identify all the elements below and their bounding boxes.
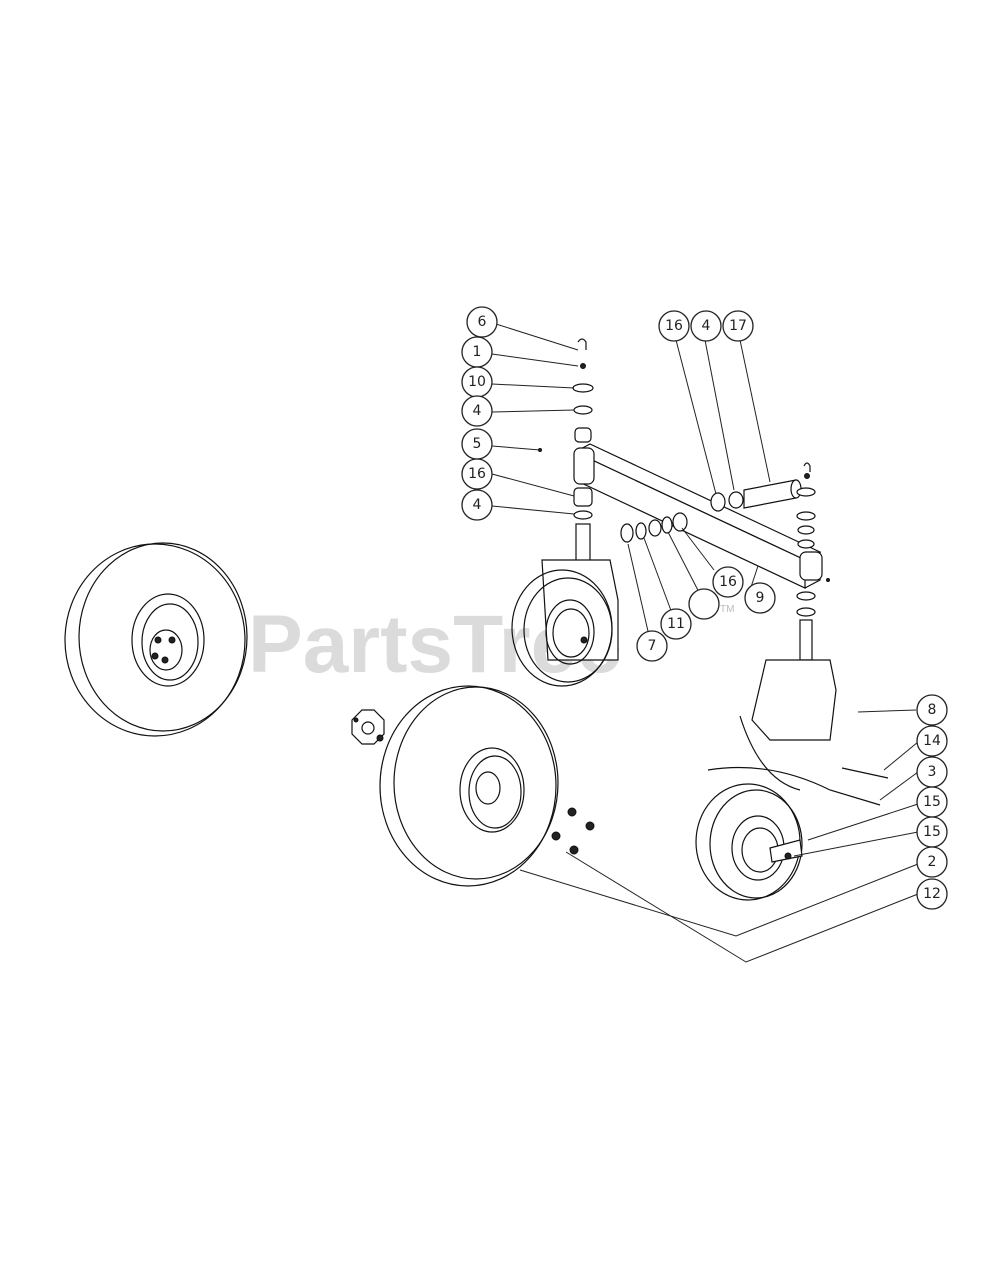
left-caster-stack xyxy=(538,338,594,565)
callout-label: 4 xyxy=(702,318,711,334)
watermark-tm: TM xyxy=(720,604,734,615)
callout-label: 10 xyxy=(468,374,486,390)
callout-label: 1 xyxy=(473,344,482,360)
callout-22-12: 12 xyxy=(916,878,948,910)
left-large-wheel xyxy=(64,542,248,737)
bar-spacers xyxy=(620,512,688,543)
callout-label: 15 xyxy=(923,794,941,810)
callout-label: 2 xyxy=(928,854,937,870)
callout-label: 11 xyxy=(667,616,685,632)
callout-label: 16 xyxy=(665,318,683,334)
callout-9-4: 4 xyxy=(690,310,722,342)
callout-label: 6 xyxy=(478,314,487,330)
callout-5-5: 5 xyxy=(461,428,493,460)
callout-label: 8 xyxy=(928,702,937,718)
callout-1-6: 6 xyxy=(466,306,498,338)
callout-11-16: 16 xyxy=(712,566,744,598)
callout-6-16: 16 xyxy=(461,458,493,490)
callout-3-10: 10 xyxy=(461,366,493,398)
callout-15-7: 7 xyxy=(636,630,668,662)
callout-12-9: 9 xyxy=(744,582,776,614)
callout-4-4: 4 xyxy=(461,395,493,427)
callout-16-8: 8 xyxy=(916,694,948,726)
callout-13-blank xyxy=(688,588,720,620)
leader-lines xyxy=(491,323,919,963)
callout-label: 7 xyxy=(648,638,657,654)
callout-label: 14 xyxy=(923,733,941,749)
callout-19-15: 15 xyxy=(916,786,948,818)
callout-17-14: 14 xyxy=(916,725,948,757)
callout-18-3: 3 xyxy=(916,756,948,788)
callout-label: 5 xyxy=(473,436,482,452)
callout-label: 4 xyxy=(473,497,482,513)
callout-21-2: 2 xyxy=(916,846,948,878)
right-pivot-stack xyxy=(710,462,816,661)
callout-label: 15 xyxy=(923,824,941,840)
callout-8-16: 16 xyxy=(658,310,690,342)
callout-label: 12 xyxy=(923,886,941,902)
left-caster-wheel xyxy=(511,559,619,687)
callout-label: 9 xyxy=(756,590,765,606)
callout-2-1: 1 xyxy=(461,336,493,368)
callout-label: 17 xyxy=(729,318,747,334)
callout-label: 16 xyxy=(719,574,737,590)
callout-14-11: 11 xyxy=(660,608,692,640)
callout-20-15: 15 xyxy=(916,816,948,848)
axle-bar xyxy=(573,443,830,589)
callout-7-4: 4 xyxy=(461,489,493,521)
right-caster-wheel xyxy=(695,659,889,901)
center-large-wheel xyxy=(351,685,595,887)
callout-label: 16 xyxy=(468,466,486,482)
callout-label: 3 xyxy=(928,764,937,780)
callout-10-17: 17 xyxy=(722,310,754,342)
callout-label: 4 xyxy=(473,403,482,419)
